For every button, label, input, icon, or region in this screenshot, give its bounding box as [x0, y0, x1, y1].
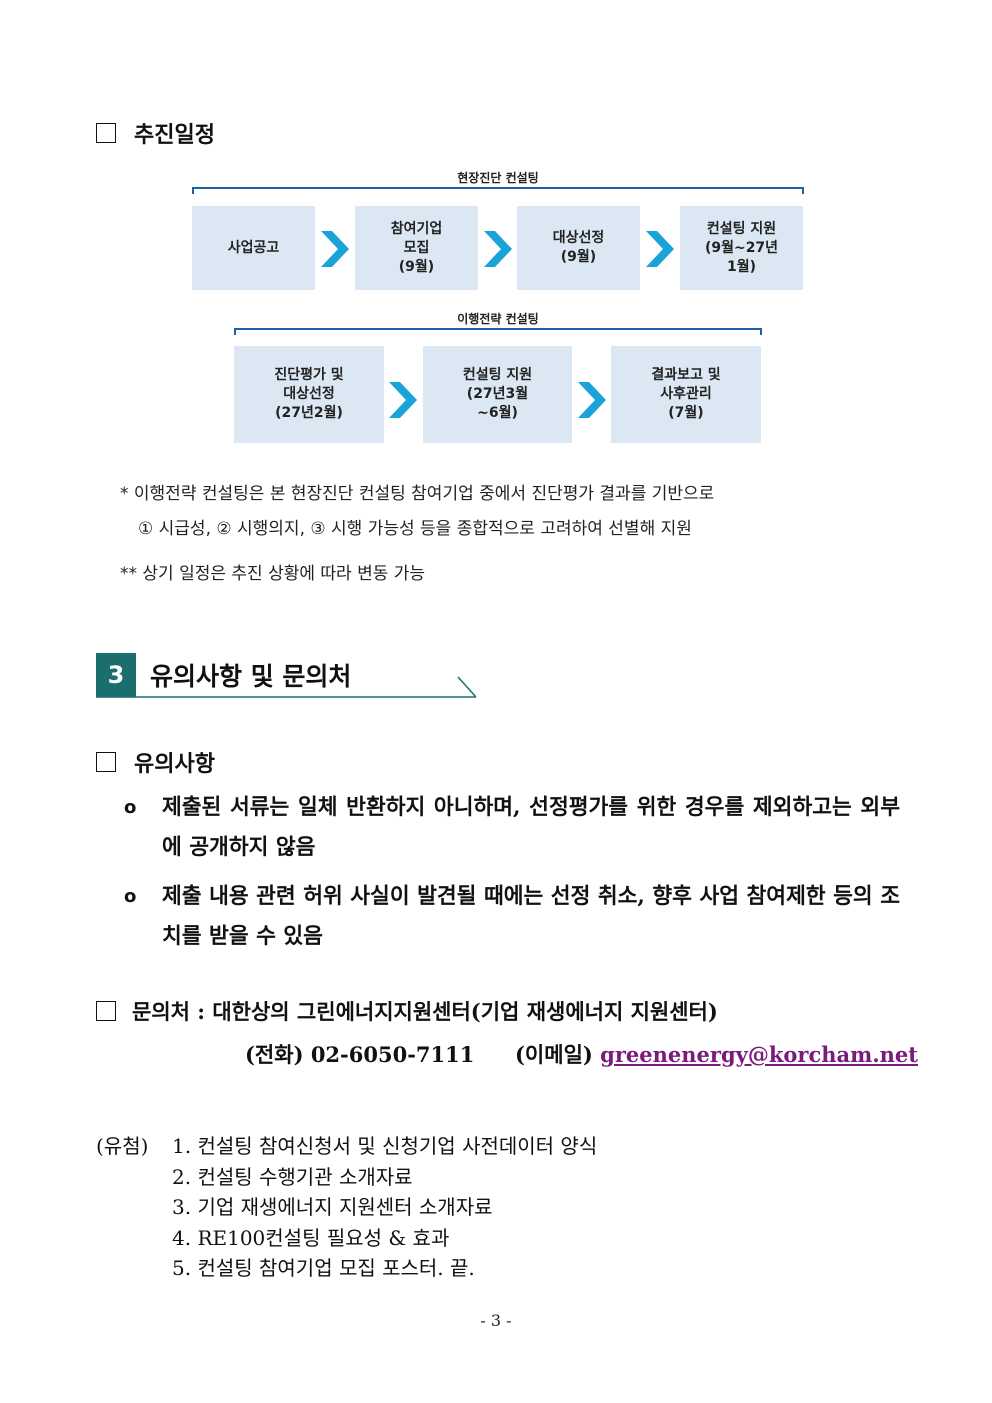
caution-item-2: o 제출 내용 관련 허위 사실이 발견될 때에는 선정 취소, 향후 사업 참… — [124, 877, 900, 957]
attachment-item: 2. 컨설팅 수행기관 소개자료 — [172, 1164, 413, 1189]
attachment-item: 4. RE100컨설팅 필요성 & 효과 — [172, 1225, 450, 1250]
attachment-item: 5. 컨설팅 참여기업 모집 포스터. 끝. — [172, 1256, 475, 1280]
bullet-icon: o — [124, 797, 137, 818]
step-announcement: 사업공고 — [192, 206, 315, 290]
step-consulting: 컨설팅 지원 (9월~27년 1월) — [680, 206, 803, 290]
checkbox-square-icon — [96, 1001, 116, 1021]
contact-phone: (전화) 02-6050-7111 — [245, 1042, 475, 1067]
chevron-right-icon — [321, 231, 349, 271]
row1-bracket — [192, 187, 804, 194]
row1-label: 현장진단 컨설팅 — [457, 171, 539, 185]
section-underline — [96, 676, 477, 698]
cautions-heading-text: 유의사항 — [134, 752, 215, 777]
attachments-label: (유첨) — [96, 1134, 149, 1158]
schedule-heading-text: 추진일정 — [134, 123, 215, 148]
chevron-right-icon — [646, 231, 674, 271]
checkbox-square-icon — [96, 752, 116, 772]
chevron-right-icon — [389, 382, 417, 422]
row2-label: 이행전략 컨설팅 — [457, 312, 539, 326]
contact-email-link[interactable]: greenenergy@korcham.net — [600, 1042, 918, 1067]
contact-heading: 문의처 : 대한상의 그린에너지지원센터(기업 재생에너지 지원센터) — [96, 996, 718, 1026]
step-report: 결과보고 및 사후관리 (7월) — [611, 346, 761, 443]
contact-email-label: (이메일) — [515, 1042, 593, 1067]
contact-heading-text: 문의처 : 대한상의 그린에너지지원센터(기업 재생에너지 지원센터) — [132, 999, 718, 1024]
schedule-note-1: * 이행전략 컨설팅은 본 현장진단 컨설팅 참여기업 중에서 진단평가 결과를… — [120, 484, 715, 504]
section-3-header: 3 유의사항 및 문의처 — [96, 653, 351, 697]
caution-text-2: 제출 내용 관련 허위 사실이 발견될 때에는 선정 취소, 향후 사업 참여제… — [162, 884, 900, 949]
attachment-item: 3. 기업 재생에너지 지원센터 소개자료 — [172, 1195, 493, 1219]
section-number: 3 — [96, 653, 136, 697]
step-selection: 대상선정 (9월) — [517, 206, 640, 290]
attachment-item: 1. 컨설팅 참여신청서 및 신청기업 사전데이터 양식 — [172, 1134, 598, 1158]
contact-details: (전화) 02-6050-7111 (이메일) greenenergy@korc… — [245, 1039, 918, 1069]
step-consulting-2: 컨설팅 지원 (27년3월 ~6월) — [423, 346, 572, 443]
schedule-note-1b: ① 시급성, ② 시행의지, ③ 시행 가능성 등을 종합적으로 고려하여 선별… — [138, 519, 692, 539]
chevron-right-icon — [484, 231, 512, 271]
section-title: 유의사항 및 문의처 — [150, 662, 352, 691]
step-recruit: 참여기업 모집 (9월) — [355, 206, 478, 290]
caution-text-1: 제출된 서류는 일체 반환하지 아니하며, 선정평가를 위한 경우를 제외하고는… — [162, 795, 900, 860]
chevron-right-icon — [578, 382, 606, 422]
page-number: - 3 - — [480, 1311, 512, 1330]
schedule-heading: 추진일정 — [96, 117, 215, 149]
bullet-icon: o — [124, 886, 137, 907]
schedule-note-2: ** 상기 일정은 추진 상황에 따라 변동 가능 — [120, 564, 426, 584]
caution-item-1: o 제출된 서류는 일체 반환하지 아니하며, 선정평가를 위한 경우를 제외하… — [124, 788, 900, 868]
attachments-list: 1. 컨설팅 참여신청서 및 신청기업 사전데이터 양식 2. 컨설팅 수행기관… — [172, 1131, 597, 1284]
step-diagnosis: 진단평가 및 대상선정 (27년2월) — [234, 346, 384, 443]
checkbox-square-icon — [96, 123, 116, 143]
row2-bracket — [234, 328, 762, 335]
cautions-heading: 유의사항 — [96, 746, 215, 778]
